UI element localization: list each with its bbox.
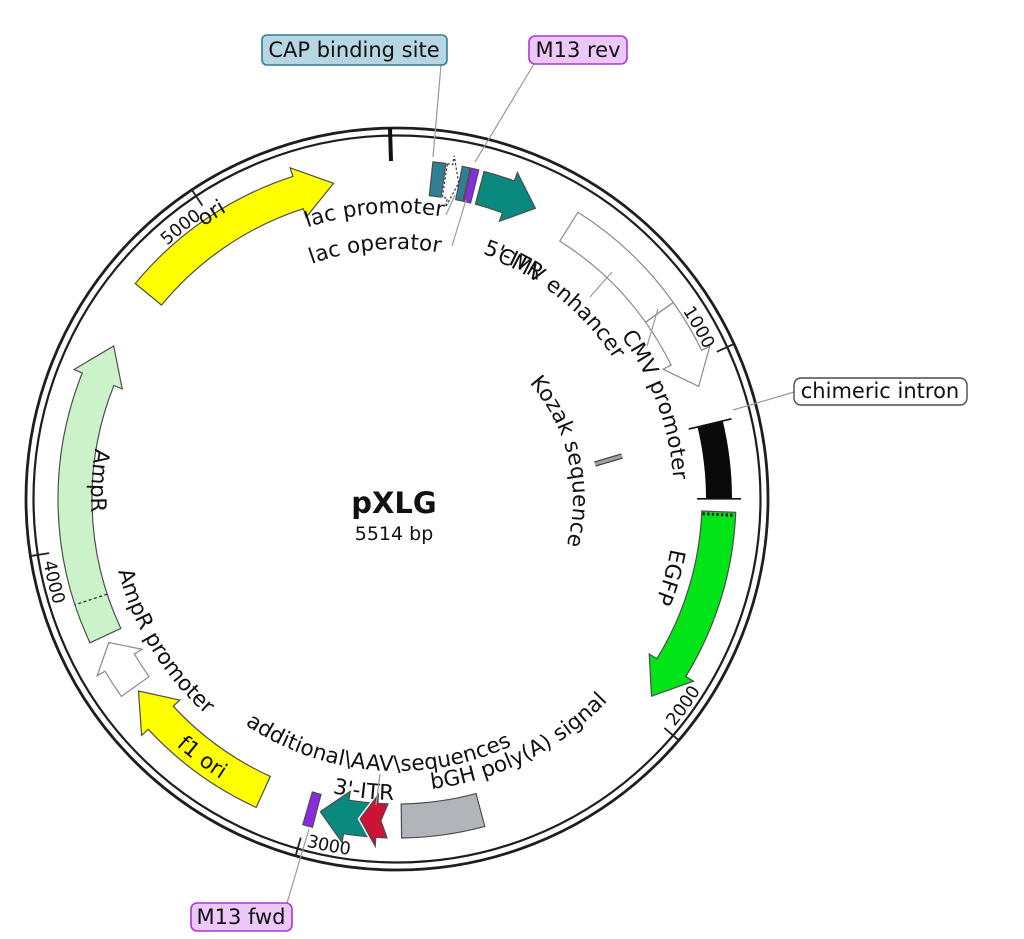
feature-itr3 (319, 790, 374, 845)
callout-chimeric-intron: chimeric intron (793, 377, 968, 406)
leader-lac-operator (451, 199, 467, 247)
callout-m13-fwd-box (190, 902, 293, 932)
callout-m13-rev: M13 rev (528, 35, 628, 65)
label-lac_promoter: lac promoter (301, 194, 446, 233)
kozak-marker (594, 453, 623, 467)
feature-ori (134, 166, 335, 306)
callout-cap-box (261, 34, 448, 66)
feature-lac_promoter (441, 155, 460, 208)
origin-tick (388, 127, 393, 162)
feature-ampr (57, 345, 124, 644)
plasmid-backbone-inner (32, 134, 762, 864)
callout-m13-rev-label: M13 rev (535, 38, 620, 62)
feature-cap (428, 161, 447, 198)
leader-cap-binding-site (432, 64, 442, 158)
leader-m13-rev (474, 63, 535, 163)
feature-ampr_promoter (96, 641, 150, 698)
feature-chimeric_intron (688, 418, 742, 500)
feature-f1_ori (137, 690, 272, 809)
callout-m13-rev-box (528, 35, 628, 65)
label-lac_operator: lac operator (305, 230, 443, 270)
leader-lac-promoter (445, 194, 456, 216)
callout-m13-fwd: M13 fwd (190, 902, 293, 932)
label-bgh: bGH poly(A) signal (429, 688, 612, 795)
feature-m13_fwd (302, 791, 322, 829)
plasmid-size: 5514 bp (355, 523, 434, 545)
label-ampr: AmpR (85, 448, 114, 513)
callout-cap-label: CAP binding site (268, 38, 439, 62)
features-layer (57, 155, 742, 854)
callout-chimeric-label: chimeric intron (801, 379, 959, 403)
plasmid-title: pXLG (351, 486, 436, 520)
leader-aav-sequences (375, 773, 381, 806)
leader-m13-fwd (286, 828, 310, 904)
feature-itr5 (474, 170, 537, 223)
callout-chimeric-box (793, 377, 968, 406)
feature-aav (357, 787, 391, 854)
feature-bgh (400, 792, 486, 839)
feature-m13_rev (463, 167, 480, 204)
feature-lac_operator (454, 165, 471, 202)
callout-cap-binding-site: CAP binding site (261, 34, 448, 66)
label-kozak: Kozak sequence (525, 371, 592, 550)
tick-label-4000: 4000 (39, 559, 69, 607)
leader-chimeric-intron (732, 391, 795, 411)
leader-cmv-enhancer (589, 271, 613, 298)
plasmid-backbone-outer (24, 126, 770, 872)
callout-m13-fwd-label: M13 fwd (196, 905, 285, 929)
label-egfp: EGFP (650, 547, 690, 608)
feature-egfp (648, 510, 737, 698)
leader-cmv-promoter (646, 308, 659, 347)
tick-label-3000: 3000 (305, 832, 352, 860)
label-ampr_promoter: AmpR promoter (112, 566, 219, 720)
